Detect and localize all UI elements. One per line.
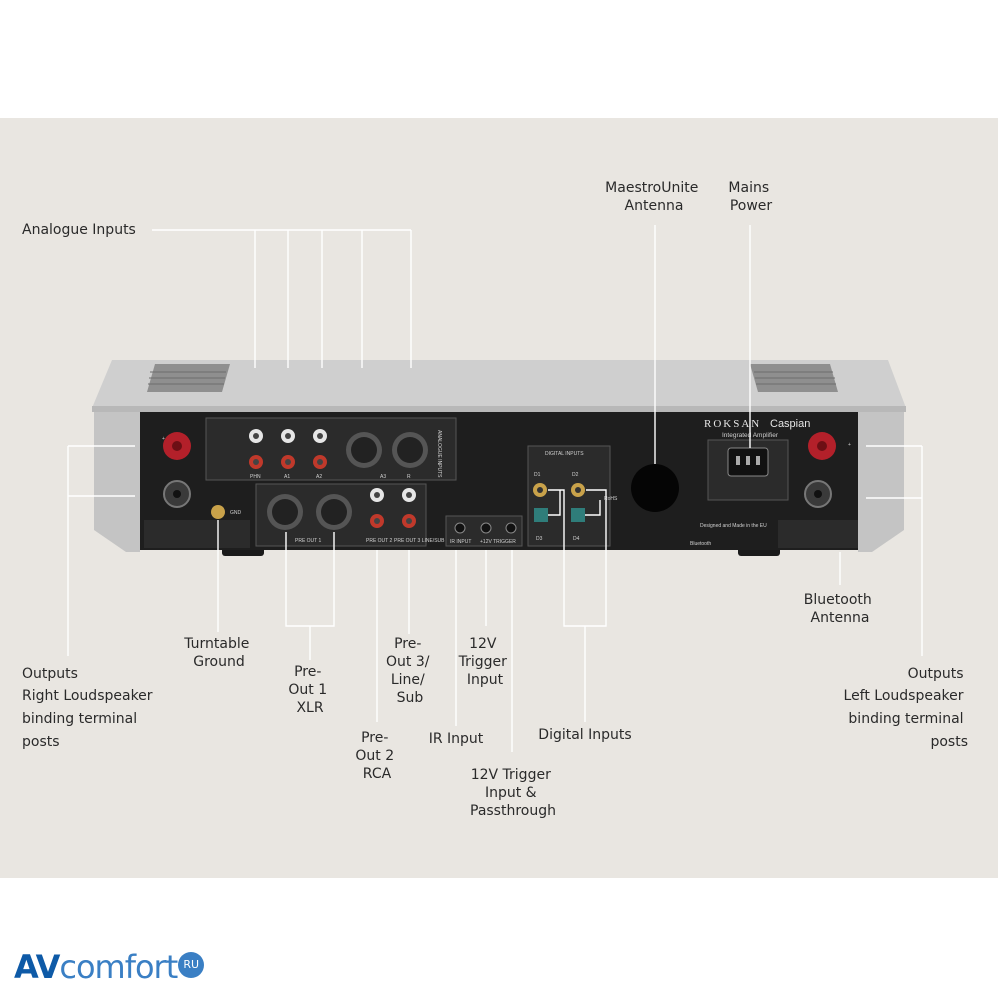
watermark-part2: comfort: [59, 948, 178, 986]
label-plate: [144, 520, 250, 548]
panel-text-phono: PHN: [250, 474, 261, 480]
digital-jacks: [533, 483, 585, 522]
panel-text-a1: A1: [284, 474, 290, 480]
pre-out-rca-jacks: [370, 488, 416, 528]
label-pre-out-1: Pre- Out 1 XLR: [288, 664, 331, 716]
panel-text-pre-out-3: PRE OUT 3 LINE/SUB: [394, 538, 445, 544]
chassis-left-side: [94, 410, 140, 552]
model-name: Caspian: [770, 418, 810, 430]
panel-text-trigger: +12V TRIGGER: [480, 539, 516, 545]
chassis-front-lip: [92, 406, 906, 412]
label-analogue-inputs: Analogue Inputs: [22, 222, 136, 238]
panel-text-gnd: GND: [230, 510, 242, 516]
panel-text-a2: A2: [316, 474, 322, 480]
panel-text-made-in: Designed and Made in the EU: [700, 523, 767, 529]
panel-text-pre-out-1: PRE OUT 1: [295, 538, 322, 544]
ir-trigger-jacks: [454, 522, 517, 534]
svg-text:+: +: [848, 442, 851, 448]
chassis-top: [92, 360, 906, 408]
pre-out-xlr-jacks: [267, 494, 352, 530]
label-bluetooth-antenna: Bluetooth Antenna: [804, 592, 876, 626]
svg-text:+: +: [162, 436, 165, 442]
panel-text-a4: R: [407, 474, 411, 480]
leader-lines: [67, 225, 923, 752]
label-pre-out-3: Pre- Out 3/ Line/ Sub: [386, 636, 434, 706]
panel-text-analogue: ANALOGUE INPUTS: [436, 430, 442, 478]
panel-text-digital: DIGITAL INPUTS: [545, 451, 584, 457]
panel-text-d2: D2: [572, 472, 579, 478]
panel-text-d4: D4: [573, 536, 580, 542]
label-turntable-ground: Turntable Ground: [183, 636, 254, 670]
panel-text-bluetooth: Bluetooth: [690, 541, 711, 547]
label-outputs-left: Outputs Left Loudspeaker binding termina…: [844, 666, 968, 750]
label-outputs-right: Outputs Right Loudspeaker binding termin…: [22, 666, 157, 750]
analogue-rca-jacks: [249, 429, 327, 469]
left-speaker-terminals: [804, 432, 836, 508]
label-pre-out-2: Pre- Out 2 RCA: [355, 730, 398, 782]
watermark-badge: RU: [178, 952, 205, 978]
brand-name: ROKSAN: [704, 418, 761, 430]
ground-post: [211, 505, 225, 519]
panel-text-a3: A3: [380, 474, 386, 480]
right-speaker-terminals: [163, 432, 191, 508]
panel-text-rohs: RoHS: [604, 496, 618, 502]
panel-text-pre-out-2: PRE OUT 2: [366, 538, 393, 544]
label-maestrounite-antenna: MaestroUnite Antenna: [605, 180, 703, 214]
panel-text-d3: D3: [536, 536, 543, 542]
info-plate: [778, 520, 858, 548]
label-trigger-input: 12V Trigger Input: [458, 636, 512, 688]
maestrounite-antenna-port: [631, 464, 679, 512]
panel-text-d1: D1: [534, 472, 541, 478]
label-mains-power: Mains Power: [728, 180, 773, 214]
label-ir-input: IR Input: [429, 731, 484, 747]
watermark-part1: AV: [14, 948, 60, 986]
analogue-xlr-jacks: [346, 432, 428, 468]
label-digital-inputs: Digital Inputs: [538, 727, 631, 743]
label-trigger-passthrough: 12V Trigger Input & Passthrough: [470, 767, 556, 819]
panel-text-ir: IR INPUT: [450, 539, 471, 545]
chassis-right-side: [858, 410, 904, 552]
heatsink-fins: [148, 371, 836, 385]
